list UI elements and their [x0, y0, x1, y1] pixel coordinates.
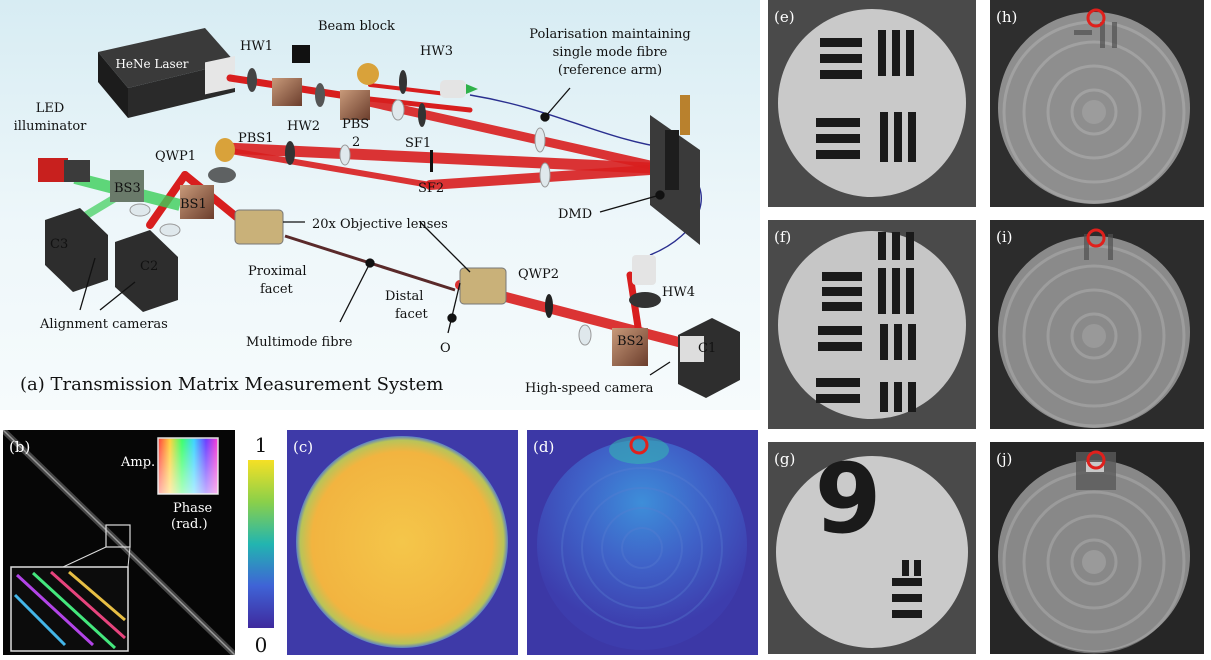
- c3-label: C3: [50, 237, 68, 252]
- colorbar: 1 0: [248, 433, 274, 655]
- sf1-label: SF1: [405, 136, 431, 151]
- laser-label: HeNe Laser: [115, 57, 188, 71]
- fibre-core-f: [778, 231, 966, 419]
- panel-c-label: (c): [293, 438, 313, 456]
- multimode-label: Multimode fibre: [246, 335, 353, 350]
- focus-marker: [629, 435, 649, 455]
- hw1-label: HW1: [240, 39, 273, 54]
- optical-components: [38, 45, 740, 398]
- pbs2-label-b: 2: [352, 135, 360, 150]
- phase-label-2: (rad.): [171, 517, 208, 532]
- panel-h-label: (h): [996, 8, 1017, 26]
- target-digit: 9: [815, 443, 882, 555]
- hene-laser: [98, 28, 235, 118]
- phase-label-1: Phase: [173, 501, 213, 516]
- dmd-label: DMD: [558, 207, 592, 222]
- fibre-label-1: Polarisation maintaining: [529, 27, 690, 42]
- pbs2-label-a: PBS: [342, 117, 369, 132]
- c2-label: C2: [140, 259, 158, 274]
- colorbar-gradient: [248, 460, 274, 628]
- zoom-box: [105, 524, 131, 548]
- panel-b-label: (b): [9, 438, 30, 456]
- hw4-label: HW4: [662, 285, 695, 300]
- qwp1-label: QWP1: [155, 149, 196, 164]
- focus-field: [537, 440, 747, 650]
- hw3-label: HW3: [420, 44, 453, 59]
- pbs1-label: PBS1: [238, 131, 273, 146]
- objectives-label: 20x Objective lenses: [312, 217, 448, 232]
- panel-e-label: (e): [774, 8, 795, 26]
- led-label-1: LED: [36, 101, 65, 116]
- panel-i-image: (i): [990, 220, 1204, 429]
- leader-lines: [79, 87, 671, 376]
- fibre-label-2: single mode fibre: [553, 45, 668, 60]
- panel-g-image: 9 (g): [768, 442, 976, 654]
- uniform-spot: [296, 436, 508, 648]
- bs3-label: BS3: [114, 181, 141, 196]
- led-label-2: illuminator: [14, 119, 88, 134]
- zoom-inset: [10, 566, 129, 652]
- fibre-core: [778, 9, 966, 197]
- colorbar-min-label: 0: [255, 633, 268, 655]
- panel-h-image: (h): [990, 0, 1204, 207]
- resolution-target-bars-g: [892, 560, 922, 618]
- focus-marker-i: [1086, 228, 1106, 248]
- distal-label-1: Distal: [385, 289, 423, 304]
- proximal-label-1: Proximal: [248, 264, 307, 279]
- panel-a-schematic: HeNe Laser HW1 Beam block HW3 Polarisati…: [0, 0, 760, 410]
- panel-j-label: (j): [996, 450, 1012, 468]
- panel-i-label: (i): [996, 228, 1013, 246]
- panel-j-image: (j): [990, 442, 1204, 654]
- amp-label: Amp.: [120, 455, 155, 470]
- panel-g-label: (g): [774, 450, 795, 468]
- bs1-label: BS1: [180, 197, 207, 212]
- hw2-label: HW2: [287, 119, 320, 134]
- proximal-label-2: facet: [260, 282, 294, 297]
- resolution-target-bars-f: [816, 232, 916, 412]
- sf2-label: SF2: [418, 181, 444, 196]
- panel-e-image: (e): [768, 0, 976, 207]
- focus-marker-j: [1086, 450, 1106, 470]
- resolution-target-bars: [816, 30, 916, 162]
- distal-label-2: facet: [395, 307, 429, 322]
- alignment-cameras-label: Alignment cameras: [39, 317, 168, 332]
- highspeed-label: High-speed camera: [525, 381, 654, 396]
- panel-f-image: (f): [768, 220, 976, 429]
- panel-d-image: (d): [527, 430, 758, 655]
- panel-a-caption: (a) Transmission Matrix Measurement Syst…: [20, 374, 443, 395]
- focus-marker-h: [1086, 8, 1106, 28]
- c1-label: C1: [698, 341, 716, 356]
- panel-d-label: (d): [533, 438, 554, 456]
- panel-c-image: (c): [287, 430, 518, 655]
- beam-block-label: Beam block: [318, 19, 395, 34]
- bs2-label: BS2: [617, 334, 644, 349]
- colorbar-max-label: 1: [255, 433, 268, 457]
- panel-a-labels: HeNe Laser HW1 Beam block HW3 Polarisati…: [14, 19, 717, 396]
- panel-f-label: (f): [774, 228, 791, 246]
- fibre-label-3: (reference arm): [558, 63, 662, 78]
- qwp2-label: QWP2: [518, 267, 559, 282]
- o-label: O: [440, 341, 451, 356]
- panel-b-matrix: (b) Amp. Phase (rad.): [3, 430, 235, 655]
